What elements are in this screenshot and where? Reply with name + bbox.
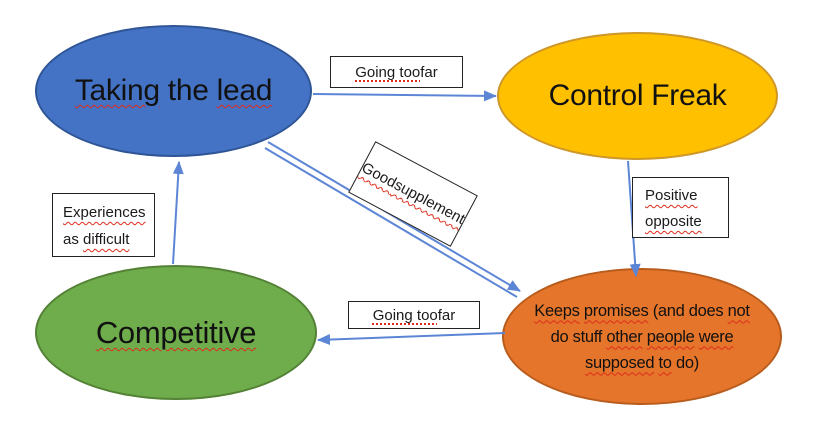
node-keeps-promises-label: Keeps promises (and does not do stuff oth… — [520, 298, 763, 376]
node-competitive-label: Competitive — [95, 315, 257, 350]
text-segment: Control Freak — [548, 79, 727, 112]
spellcheck-squiggle-text: difficult — [83, 231, 130, 248]
node-competitive[interactable]: Competitive — [35, 265, 317, 400]
text-segment: do) — [671, 353, 699, 372]
spellcheck-squiggle-text: were — [698, 327, 734, 346]
text-segment: (and does — [648, 301, 728, 320]
spellcheck-squiggle-text: Taking — [74, 74, 160, 107]
text-segment: far — [420, 63, 438, 81]
spellcheck-squiggle-text: promises — [583, 301, 649, 320]
spellcheck-squiggle-text: Competitive — [95, 315, 257, 350]
node-keeps-promises[interactable]: Keeps promises (and does not do stuff oth… — [502, 268, 782, 405]
text-segment: as — [63, 231, 84, 248]
spellcheck-squiggle-text: opposite — [645, 213, 702, 230]
spellcheck-squiggle-text: Keeps — [534, 301, 580, 320]
node-taking-the-lead[interactable]: Taking the lead — [35, 25, 312, 157]
edge-label-going-too-far-top[interactable]: Going too far — [330, 56, 463, 88]
connector-promises-to-competitive[interactable] — [317, 332, 506, 346]
connector-competitive-to-lead[interactable] — [172, 161, 184, 265]
spellcheck-squiggle-text: to — [658, 353, 672, 372]
text-segment: far — [437, 306, 456, 324]
connector-lead-to-control[interactable] — [312, 90, 497, 102]
node-taking-the-lead-label: Taking the lead — [74, 74, 273, 108]
text-segment: the — [159, 74, 217, 107]
spellcheck-squiggle-text: other — [606, 327, 643, 346]
edge-label-positive-opposite[interactable]: Positive opposite — [632, 177, 729, 238]
spellcheck-squiggle-text: supplement — [391, 176, 468, 228]
spellcheck-squiggle-text: not — [727, 301, 750, 320]
spellcheck-squiggle-text: Experiences — [63, 204, 146, 221]
edge-label-experiences-as-difficult[interactable]: Experiences as difficult — [52, 193, 155, 257]
edge-label-going-too-far-bottom[interactable]: Going too far — [348, 301, 480, 329]
spellcheck-squiggle-text: people — [646, 327, 695, 346]
spellcheck-squiggle-text: lead — [216, 74, 273, 107]
text-segment: do stuff — [550, 327, 607, 346]
spellcheck-squiggle-text: Going too — [372, 306, 438, 324]
spellcheck-squiggle-text: Going too — [355, 63, 421, 81]
spellcheck-squiggle-text: supposed — [585, 353, 655, 372]
node-control-freak-label: Control Freak — [549, 79, 727, 113]
node-control-freak[interactable]: Control Freak — [497, 32, 778, 160]
spellcheck-squiggle-text: Positive — [645, 187, 698, 204]
